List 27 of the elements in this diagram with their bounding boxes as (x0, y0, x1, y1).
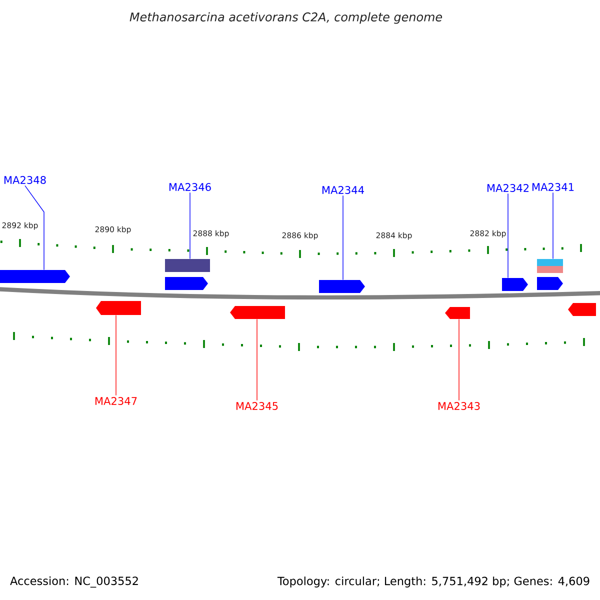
gene-label: MA2346 (169, 183, 211, 191)
gene-label: MA2344 (322, 186, 364, 194)
leader-line (256, 318, 258, 401)
gene-label: MA2342 (487, 184, 528, 192)
gene-label: MA2341 (532, 183, 574, 191)
feature-bar (165, 259, 210, 272)
title: Methanosarcina acetivorans C2A, complete genome (130, 12, 442, 24)
gene-block (502, 278, 528, 291)
gene-block (230, 306, 285, 319)
gene-label: MA2345 (236, 402, 278, 410)
leader-line (458, 318, 460, 401)
gene-label: MA2343 (438, 402, 480, 410)
gene-label: MA2347 (95, 397, 137, 405)
gene-block (537, 277, 563, 290)
accession-text: Accession: NC_003552 (10, 576, 138, 588)
genome-stats-text: Topology: circular; Length: 5,751,492 bp; Genes: 4,609 (277, 576, 590, 588)
gene-label: MA2348 (4, 176, 46, 184)
leader-line (552, 192, 554, 260)
gene-block (96, 301, 141, 315)
leader-line (342, 195, 344, 280)
gene-block (165, 277, 208, 290)
gene-block (319, 280, 365, 293)
gene-block (568, 303, 596, 316)
feature-bar (537, 259, 563, 273)
leader-line (24, 185, 44, 270)
gene-block (445, 307, 470, 319)
gene-block (0, 270, 70, 283)
